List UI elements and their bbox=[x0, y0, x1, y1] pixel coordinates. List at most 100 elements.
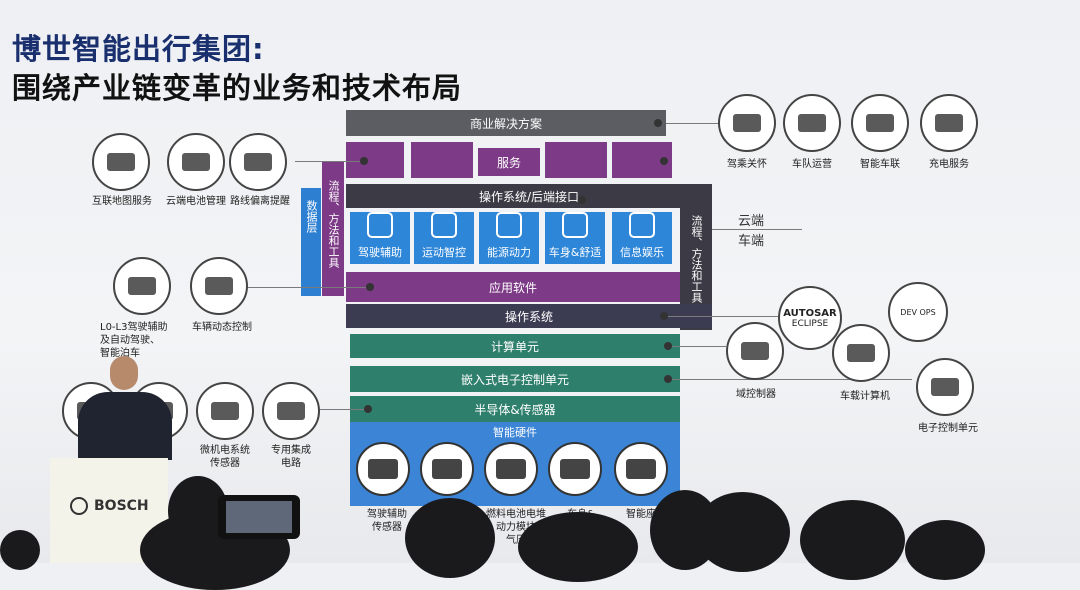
car-icon bbox=[128, 277, 156, 295]
domain-label: 能源动力 bbox=[487, 246, 531, 259]
services-bar: 服务 bbox=[478, 148, 540, 176]
top-right-caption: 智能车联 bbox=[860, 159, 900, 170]
audience-head bbox=[518, 512, 638, 582]
business-solutions-bar: 商业解决方案 bbox=[346, 110, 666, 136]
connector-dot bbox=[364, 405, 372, 413]
hardware-item-sensor bbox=[356, 442, 410, 496]
top-left-caption: 路线偏离提醒 bbox=[230, 196, 290, 207]
autosar-eclipse-circle: AUTOSAR ECLIPSE bbox=[778, 286, 842, 350]
fleet-circle bbox=[783, 94, 841, 152]
connector-dot bbox=[660, 157, 668, 165]
vehicle-computer-icon bbox=[847, 344, 875, 362]
domain-label: 运动智控 bbox=[422, 246, 466, 259]
top-left-caption: 云端电池管理 bbox=[166, 196, 226, 207]
audience-head bbox=[405, 498, 495, 578]
fuel-cell-icon bbox=[496, 459, 526, 479]
ride-care-circle bbox=[718, 94, 776, 152]
os-label: 操作系统 bbox=[504, 309, 553, 324]
ecu-label: 嵌入式电子控制单元 bbox=[460, 372, 569, 387]
top-right-caption: 车队运营 bbox=[792, 159, 832, 170]
devops-circle: DEV OPS bbox=[888, 282, 948, 342]
cloud-vehicle-divider bbox=[712, 229, 802, 230]
ecu-circle bbox=[916, 358, 974, 416]
connected-car-icon bbox=[866, 114, 894, 132]
connector-dot bbox=[664, 342, 672, 350]
app-software-label: 应用软件 bbox=[488, 280, 537, 295]
ecu-bar: 嵌入式电子控制单元 bbox=[350, 366, 680, 392]
domain-controller-icon bbox=[741, 342, 769, 360]
hw-caption: 驾驶辅助 传感器 bbox=[367, 509, 407, 533]
cloud-label: 云端 bbox=[738, 214, 765, 229]
bosch-brand-text: BOSCH bbox=[94, 498, 149, 514]
bosch-logo-icon bbox=[70, 497, 88, 515]
connector-line bbox=[672, 379, 912, 380]
audience-head bbox=[0, 530, 40, 570]
connector-dot bbox=[660, 312, 668, 320]
domain-tile-motion: 运动智控 bbox=[414, 212, 474, 264]
speaker-body bbox=[78, 392, 172, 460]
connector-line bbox=[295, 161, 360, 162]
domain-tile-energy: 能源动力 bbox=[479, 212, 539, 264]
wrong-way-circle bbox=[229, 133, 287, 191]
app-software-bar: 应用软件 bbox=[346, 272, 680, 302]
device-icon bbox=[733, 114, 761, 132]
bosch-brand: BOSCH bbox=[70, 497, 149, 515]
seat-icon bbox=[562, 212, 588, 238]
vehicle-label: 车端 bbox=[738, 234, 765, 249]
connector-dot bbox=[360, 157, 368, 165]
service-block bbox=[346, 142, 404, 178]
left-process-label: 流程、方法和工具 bbox=[327, 180, 340, 268]
autosar-logo-icon: AUTOSAR bbox=[783, 307, 837, 319]
right-process-label: 流程、方法和工具 bbox=[690, 215, 703, 303]
compute-bar: 计算单元 bbox=[350, 334, 680, 358]
devops-icon: DEV OPS bbox=[900, 307, 936, 317]
bottom-left-caption: 专用集成 电路 bbox=[271, 445, 311, 469]
battery-icon bbox=[496, 212, 522, 238]
ecu-icon bbox=[931, 378, 959, 396]
title-line-1: 博世智能出行集团: bbox=[12, 32, 265, 66]
audience-phone bbox=[218, 495, 300, 539]
domain-label: 车身&舒适 bbox=[548, 246, 602, 259]
phone-screen bbox=[226, 501, 292, 533]
hardware-item-cockpit bbox=[614, 442, 668, 496]
domain-controller-circle bbox=[726, 322, 784, 380]
mid-left-caption: L0-L3驾驶辅助 及自动驾驶、 智能泊车 bbox=[100, 322, 168, 359]
compute-label: 计算单元 bbox=[490, 339, 539, 354]
domain-tile-infotainment: 信息娱乐 bbox=[612, 212, 672, 264]
motor-icon bbox=[432, 459, 462, 479]
hardware-item-body bbox=[548, 442, 602, 496]
adas-circle bbox=[113, 257, 171, 315]
audience-head bbox=[800, 500, 905, 580]
service-block bbox=[545, 142, 607, 178]
hardware-label-text: 智能硬件 bbox=[493, 426, 537, 439]
car-dynamics-icon bbox=[205, 277, 233, 295]
hw-caption: 智能座 bbox=[626, 509, 656, 520]
slide: 博世智能出行集团: 围绕产业链变革的业务和技术布局 商业解决方案 服务 数据层 … bbox=[0, 32, 985, 590]
steering-hand-icon bbox=[367, 212, 393, 238]
mems-chip-icon bbox=[211, 402, 239, 420]
battery-cloud-circle bbox=[167, 133, 225, 191]
connector-dot bbox=[366, 283, 374, 291]
data-layer-strip bbox=[301, 188, 321, 296]
business-solutions-label: 商业解决方案 bbox=[469, 116, 542, 131]
hardware-item-fuel-cell bbox=[484, 442, 538, 496]
connector-line bbox=[672, 346, 726, 347]
domain-label: 驾驶辅助 bbox=[358, 246, 402, 259]
connector-line bbox=[666, 123, 718, 124]
domain-tile-body: 车身&舒适 bbox=[545, 212, 605, 264]
mid-left-caption: 车辆动态控制 bbox=[192, 322, 252, 333]
speaker-head bbox=[110, 356, 138, 390]
hardware-label: 智能硬件 bbox=[470, 424, 560, 440]
asic-chip-icon bbox=[277, 402, 305, 420]
connector-line bbox=[300, 409, 364, 410]
service-block bbox=[411, 142, 473, 178]
connected-car-circle bbox=[851, 94, 909, 152]
right-hw-caption: 电子控制单元 bbox=[918, 423, 978, 434]
map-icon bbox=[107, 153, 135, 171]
screen-icon bbox=[629, 212, 655, 238]
connector-line bbox=[246, 287, 366, 288]
semis-bar: 半导体&传感器 bbox=[350, 396, 680, 422]
eclipse-logo-icon: ECLIPSE bbox=[791, 318, 829, 329]
data-layer-label: 数据层 bbox=[305, 200, 318, 233]
vehicle-dynamics-circle bbox=[190, 257, 248, 315]
